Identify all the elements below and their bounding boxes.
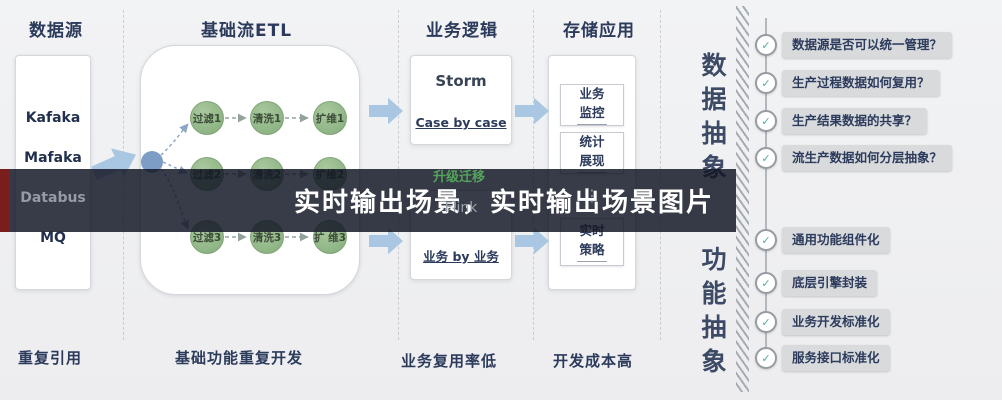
source-item-databus: Databus [20,190,86,206]
check-icon: ✓ [761,315,771,329]
storage-item-label: 统计展现 [577,133,607,173]
node-circle: ✓ [755,272,777,294]
function-abstraction-item: 服务接口标准化 [782,345,890,371]
storm-subtitle: Case by case [415,115,507,130]
data-abstraction-item: 数据源是否可以统一管理？ [782,32,953,58]
check-icon: ✓ [761,38,771,52]
migration-label: 升级迁移 [433,170,486,185]
etl-hub-circle [141,151,163,173]
flink-subtitle: 业务 by 业务 [423,249,499,264]
arrow-logic-to-storage-top [515,97,549,125]
function-abstraction-title: 功能抽象 [698,246,727,382]
node-circle: ✓ [755,110,777,132]
function-abstraction-item: 通用功能组件化 [782,227,890,253]
check-icon: ✓ [761,351,771,365]
data-abstraction-item: 生产结果数据的共享？ [782,108,928,134]
watermark-banner: 实时输出场景，实时输出场景图片 [0,169,736,232]
node-circle: ✓ [755,311,777,333]
node-circle: ✓ [755,347,777,369]
etl-step-filter1: 过滤1 [190,101,224,135]
source-header: 数据源 [29,21,83,41]
storage-ellipsis: ⋮ [584,186,600,205]
node-circle: ✓ [755,34,777,56]
function-abstraction-item: 业务开发标准化 [782,309,890,335]
footer-logic-problem: 业务复用率低 [401,352,498,370]
storage-item-stats: 统计展现 [560,132,624,174]
check-icon: ✓ [761,114,771,128]
source-item-mafaka: Mafaka [24,150,82,166]
check-icon: ✓ [761,76,771,90]
data-abstraction-title: 数据抽象 [698,52,727,188]
abstraction-connector-line [765,18,767,366]
source-item-kafaka: Kafaka [25,110,81,126]
function-abstraction-item: 底层引擎封装 [782,270,878,296]
footer-source-problem: 重复引用 [18,349,83,367]
flink-title: Flink [444,200,478,216]
etl-header: 基础流ETL [201,21,293,41]
data-abstraction-item: 流生产数据如何分层抽象？ [782,145,953,171]
check-icon: ✓ [761,276,771,290]
storage-item-monitor: 业务监控 [560,84,624,126]
section-divider-hatch [736,6,749,392]
etl-step-extend1: 扩维1 [313,101,347,135]
data-abstraction-item: 生产过程数据如何复用？ [782,70,940,96]
footer-storage-problem: 开发成本高 [553,352,634,370]
banner-red-bar [0,169,9,232]
watermark-title: 实时输出场景，实时输出场景图片 [293,188,714,218]
etl-step-clean1: 清洗1 [250,101,284,135]
storage-header: 存储应用 [563,21,635,41]
check-icon: ✓ [761,151,771,165]
node-circle: ✓ [755,72,777,94]
node-circle: ✓ [755,229,777,251]
check-icon: ✓ [761,233,771,247]
source-item-mq: MQ [40,230,66,246]
storm-box [410,55,512,145]
storage-item-label: 业务监控 [577,85,607,125]
logic-header: 业务逻辑 [426,21,498,41]
footer-etl-problem: 基础功能重复开发 [175,349,304,367]
storm-title: Storm [435,72,487,90]
node-circle: ✓ [755,147,777,169]
